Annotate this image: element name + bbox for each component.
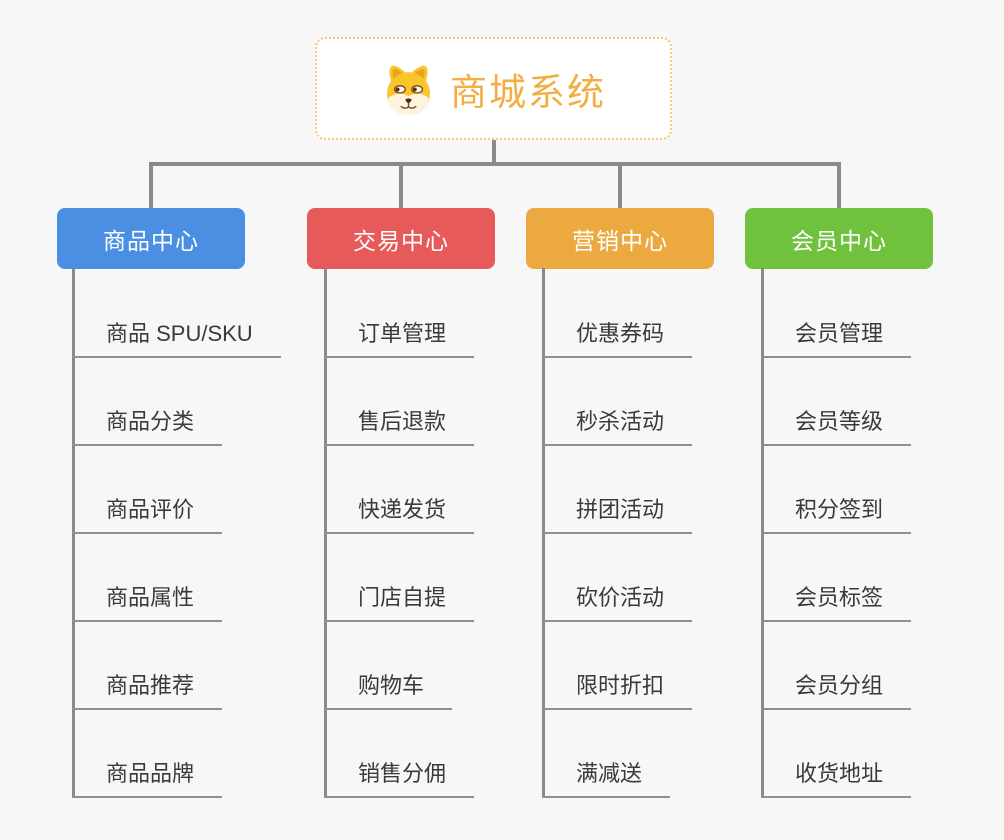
connector-branch-drop (837, 162, 841, 210)
connector-branch-drop (618, 162, 622, 210)
leaf-label: 会员等级 (795, 409, 884, 434)
leaf-label: 满减送 (576, 761, 643, 786)
leaf-label: 门店自提 (358, 585, 447, 610)
branch-label: 营销中心 (572, 227, 668, 254)
leaf-label: 会员分组 (795, 673, 884, 698)
leaf-node[interactable]: 商品 SPU/SKU (72, 320, 281, 358)
branch-node-1[interactable]: 商品中心 (57, 208, 245, 269)
leaf-node[interactable]: 砍价活动 (542, 584, 693, 622)
leaf-label: 售后退款 (358, 409, 447, 434)
leaf-label: 收货地址 (795, 761, 884, 786)
leaf-node[interactable]: 购物车 (324, 672, 453, 710)
leaf-node[interactable]: 商品属性 (72, 584, 223, 622)
leaf-node[interactable]: 限时折扣 (542, 672, 693, 710)
branch-label: 商品中心 (103, 227, 199, 254)
leaf-node[interactable]: 会员管理 (761, 320, 912, 358)
leaf-label: 商品属性 (106, 585, 195, 610)
leaf-node[interactable]: 满减送 (542, 760, 671, 798)
leaf-label: 限时折扣 (576, 673, 665, 698)
leaf-label: 秒杀活动 (576, 409, 665, 434)
leaf-label: 会员标签 (795, 585, 884, 610)
branch-label: 交易中心 (353, 227, 449, 254)
leaf-node[interactable]: 商品品牌 (72, 760, 223, 798)
root-node[interactable]: 商城系统 (315, 37, 672, 140)
leaf-node[interactable]: 拼团活动 (542, 496, 693, 534)
leaf-node[interactable]: 门店自提 (324, 584, 475, 622)
leaf-label: 积分签到 (795, 497, 884, 522)
leaf-node[interactable]: 优惠券码 (542, 320, 693, 358)
branch-node-3[interactable]: 营销中心 (526, 208, 714, 269)
leaf-node[interactable]: 商品分类 (72, 408, 223, 446)
branch-node-2[interactable]: 交易中心 (307, 208, 495, 269)
leaf-node[interactable]: 订单管理 (324, 320, 475, 358)
leaf-label: 会员管理 (795, 321, 884, 346)
leaf-label: 商品品牌 (106, 761, 195, 786)
dog-face-icon (387, 65, 430, 116)
connector-horizontal-rail (149, 162, 841, 166)
leaf-node[interactable]: 收货地址 (761, 760, 912, 798)
leaf-label: 购物车 (358, 673, 425, 698)
leaf-node[interactable]: 销售分佣 (324, 760, 475, 798)
leaf-node[interactable]: 会员分组 (761, 672, 912, 710)
leaf-label: 销售分佣 (358, 761, 447, 786)
branch-label: 会员中心 (791, 227, 887, 254)
leaf-label: 订单管理 (358, 321, 447, 346)
leaf-label: 商品 SPU/SKU (106, 321, 253, 346)
leaf-node[interactable]: 快递发货 (324, 496, 475, 534)
leaf-node[interactable]: 会员标签 (761, 584, 912, 622)
leaf-node[interactable]: 秒杀活动 (542, 408, 693, 446)
connector-branch-drop (149, 162, 153, 210)
leaf-label: 商品评价 (106, 497, 195, 522)
leaf-label: 商品推荐 (106, 673, 195, 698)
leaf-node[interactable]: 商品推荐 (72, 672, 223, 710)
leaf-label: 优惠券码 (576, 321, 665, 346)
leaf-node[interactable]: 售后退款 (324, 408, 475, 446)
leaf-label: 快递发货 (358, 497, 447, 522)
leaf-label: 拼团活动 (576, 497, 665, 522)
leaf-node[interactable]: 商品评价 (72, 496, 223, 534)
branch-node-4[interactable]: 会员中心 (745, 208, 933, 269)
leaf-node[interactable]: 会员等级 (761, 408, 912, 446)
leaf-node[interactable]: 积分签到 (761, 496, 912, 534)
connector-root-stem (492, 139, 496, 166)
connector-branch-drop (399, 162, 403, 210)
leaf-label: 砍价活动 (576, 585, 665, 610)
root-title: 商城系统 (450, 71, 606, 113)
leaf-label: 商品分类 (106, 409, 195, 434)
